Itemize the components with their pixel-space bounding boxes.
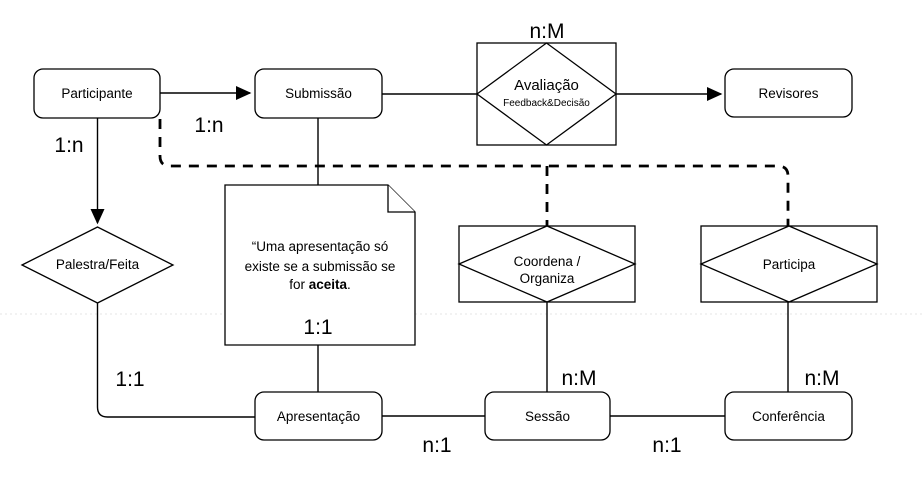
entity-revisores[interactable] <box>724 68 853 118</box>
relationship-coordena-label-line2: Organiza <box>520 271 575 286</box>
cardinality-note-label: 1:1 <box>303 316 332 339</box>
entity-revisores-label: Revisores <box>758 86 818 101</box>
entity-apresentacao[interactable] <box>254 391 383 441</box>
note-fold-icon <box>387 185 415 213</box>
note-text-line2: existe se a submissão se <box>245 259 396 274</box>
cardinality-sessao-conferencia: n:1 <box>652 434 681 457</box>
note-text-line3-pre: for <box>289 277 309 292</box>
relationship-participa-label: Participa <box>763 257 816 272</box>
cardinality-coordena-sessao: n:M <box>561 367 596 390</box>
entity-submissao[interactable] <box>254 68 383 119</box>
relationship-coordena-diamond[interactable] <box>457 225 637 303</box>
edge-palestra-apresentacao[interactable] <box>96 303 256 418</box>
entity-apresentacao-label: Apresentação <box>277 409 360 424</box>
relationship-avaliacao-diamond[interactable] <box>475 42 618 146</box>
cardinality-avaliacao-top: n:M <box>529 20 564 43</box>
entity-participante[interactable] <box>33 68 161 119</box>
entity-sessao[interactable] <box>484 391 611 441</box>
note-text-line3-bold: aceita <box>309 277 348 292</box>
note-text-line3-post: . <box>347 277 351 292</box>
entity-sessao-label: Sessão <box>525 409 570 424</box>
relationship-palestra-diamond[interactable] <box>20 226 175 304</box>
cardinality-participante-palestra: 1:n <box>54 134 83 157</box>
cardinality-apresentacao-sessao: n:1 <box>422 434 451 457</box>
edge-participante-participa-dashed[interactable] <box>158 119 790 226</box>
relationship-avaliacao-label: Avaliação <box>514 77 579 94</box>
cardinality-palestra-apresentacao: 1:1 <box>115 368 144 391</box>
relationship-avaliacao-sublabel: Feedback&Decisão <box>503 98 590 109</box>
note-text-line1: “Uma apresentação só <box>252 239 389 254</box>
entity-participante-label: Participante <box>61 86 132 101</box>
note-text-line3: for aceita. <box>289 277 351 292</box>
entity-submissao-label: Submissão <box>285 86 352 101</box>
cardinality-participa-conferencia: n:M <box>804 367 839 390</box>
cardinality-participante-submissao: 1:n <box>194 114 223 137</box>
note-shape[interactable] <box>224 184 416 346</box>
entity-conferencia[interactable] <box>724 391 853 441</box>
entity-conferencia-label: Conferência <box>752 409 825 424</box>
relationship-participa-diamond[interactable] <box>699 225 879 303</box>
relationship-palestra-label: Palestra/Feita <box>56 257 140 272</box>
relationship-coordena-label-line1: Coordena / <box>514 254 581 269</box>
